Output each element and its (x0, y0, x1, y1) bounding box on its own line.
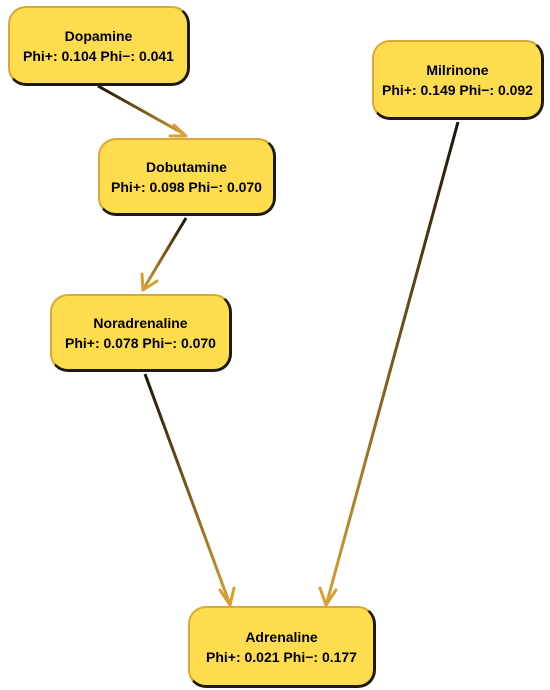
node-scores: Phi+: 0.098 Phi−: 0.070 (111, 178, 262, 195)
arrowhead-icon (168, 123, 188, 138)
node-scores: Phi+: 0.021 Phi−: 0.177 (206, 648, 357, 665)
node-adrenaline: Adrenaline Phi+: 0.021 Phi−: 0.177 (188, 606, 376, 688)
node-scores: Phi+: 0.078 Phi−: 0.070 (65, 334, 216, 351)
node-name: Adrenaline (245, 628, 318, 645)
arrowhead-icon (218, 586, 236, 607)
node-dobutamine: Dobutamine Phi+: 0.098 Phi−: 0.070 (98, 138, 276, 216)
edge-dobutamine-to-noradrenaline (140, 217, 188, 292)
node-scores: Phi+: 0.149 Phi−: 0.092 (382, 81, 533, 98)
node-name: Dopamine (64, 27, 133, 44)
node-noradrenaline: Noradrenaline Phi+: 0.078 Phi−: 0.070 (50, 294, 232, 372)
arrowhead-icon (318, 586, 338, 607)
node-scores: Phi+: 0.104 Phi−: 0.041 (23, 47, 174, 64)
node-name: Dobutamine (146, 158, 227, 175)
arrowhead-icon (140, 272, 159, 292)
node-dopamine: Dopamine Phi+: 0.104 Phi−: 0.041 (8, 6, 190, 86)
node-milrinone: Milrinone Phi+: 0.149 Phi−: 0.092 (372, 40, 544, 120)
node-name: Milrinone (426, 61, 489, 78)
edge-milrinone-to-adrenaline (318, 121, 460, 607)
edge-noradrenaline-to-adrenaline (143, 373, 236, 607)
edge-dopamine-to-dobutamine (97, 84, 188, 138)
node-name: Noradrenaline (93, 314, 188, 331)
